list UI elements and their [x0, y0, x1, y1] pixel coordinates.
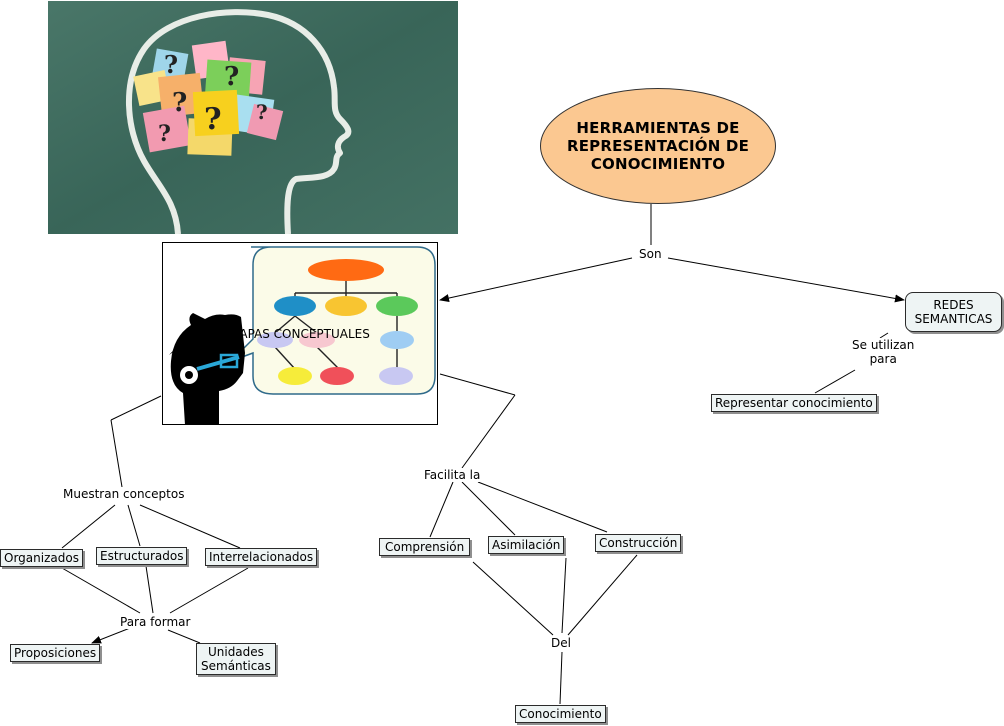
line-asimilacion-del	[561, 557, 567, 634]
link-para-formar[interactable]: Para formar	[118, 615, 193, 629]
line-estructurados-paraformar	[145, 565, 154, 614]
line-facilita-construccion	[477, 481, 608, 533]
line-comprension-del	[472, 561, 554, 636]
link-muestran-conceptos[interactable]: Muestran conceptos	[61, 487, 187, 501]
svg-text:?: ?	[172, 88, 187, 118]
line-interrelacionados-paraformar	[169, 567, 249, 614]
concept-conocimiento[interactable]: Conocimiento	[515, 705, 606, 723]
link-se-utilizan-line-2: para	[869, 352, 897, 366]
svg-text:?: ?	[204, 102, 222, 137]
link-del[interactable]: Del	[549, 636, 573, 650]
line-muestran-organizados	[61, 504, 116, 549]
line-son-mapas	[439, 257, 633, 302]
link-se-utilizan-line-1: Se utilizan	[852, 338, 915, 352]
link-se-utilizan[interactable]: Se utilizan para	[850, 338, 917, 366]
line-construccion-del	[567, 554, 638, 636]
line-mapas-muestran	[110, 395, 162, 421]
line-muestran-interrelacionados	[139, 504, 241, 549]
redes-line-2: SEMANTICAS	[914, 312, 993, 326]
link-facilita-la[interactable]: Facilita la	[422, 468, 483, 482]
line-del-conocimiento	[559, 651, 563, 705]
line-redes-seutilizan	[879, 332, 889, 339]
concept-representar-conocimiento[interactable]: Representar conocimiento	[711, 394, 877, 412]
line-son-redes	[667, 257, 905, 303]
root-concept[interactable]: HERRAMIENTAS DE REPRESENTACIÓN DE CONOCI…	[540, 88, 776, 204]
line-mapas-facilita	[439, 373, 516, 396]
line-facilita-asimilacion	[461, 481, 516, 536]
redes-line-1: REDES	[933, 298, 974, 312]
line-facilita-comprension	[429, 481, 454, 538]
unidades-line-2: Semánticas	[201, 659, 271, 673]
unidades-line-1: Unidades	[207, 645, 264, 659]
svg-text:?: ?	[164, 50, 178, 79]
root-line-1: HERRAMIENTAS DE	[576, 119, 740, 137]
line-paraformar-proposiciones	[91, 627, 131, 644]
line-seutilizan-representar	[814, 369, 856, 394]
svg-text:?: ?	[224, 62, 239, 92]
head-with-question-notes-image: ? ? ? ? ? ?	[48, 1, 458, 234]
concept-asimilacion[interactable]: Asimilación	[488, 536, 565, 554]
line-organizados-paraformar	[61, 567, 141, 614]
line-mapas-facilita-2	[461, 394, 516, 469]
root-line-2: REPRESENTACIÓN DE	[566, 137, 750, 155]
concept-interrelacionados[interactable]: Interrelacionados	[205, 548, 318, 566]
concept-map-thinker-image[interactable]: MAPAS CONCEPTUALES	[162, 242, 438, 425]
svg-text:?: ?	[158, 121, 171, 147]
concept-proposiciones[interactable]: Proposiciones	[10, 644, 101, 662]
concept-mapas-conceptuales: MAPAS CONCEPTUALES	[229, 327, 370, 341]
link-son[interactable]: Son	[637, 247, 664, 261]
concept-redes-semanticas[interactable]: REDES SEMANTICAS	[905, 292, 1002, 332]
line-paraformar-unidades	[167, 629, 201, 644]
root-line-3: CONOCIMIENTO	[590, 155, 726, 173]
concept-estructurados[interactable]: Estructurados	[96, 547, 188, 565]
svg-text:?: ?	[256, 100, 268, 124]
line-muestran-estructurados	[127, 504, 141, 547]
concept-organizados[interactable]: Organizados	[0, 549, 83, 567]
concept-construccion[interactable]: Construcción	[595, 534, 682, 552]
concept-unidades-semanticas[interactable]: Unidades Semánticas	[196, 643, 276, 675]
concept-comprension[interactable]: Comprensión	[379, 538, 471, 556]
line-mapas-muestran-2	[110, 419, 123, 488]
